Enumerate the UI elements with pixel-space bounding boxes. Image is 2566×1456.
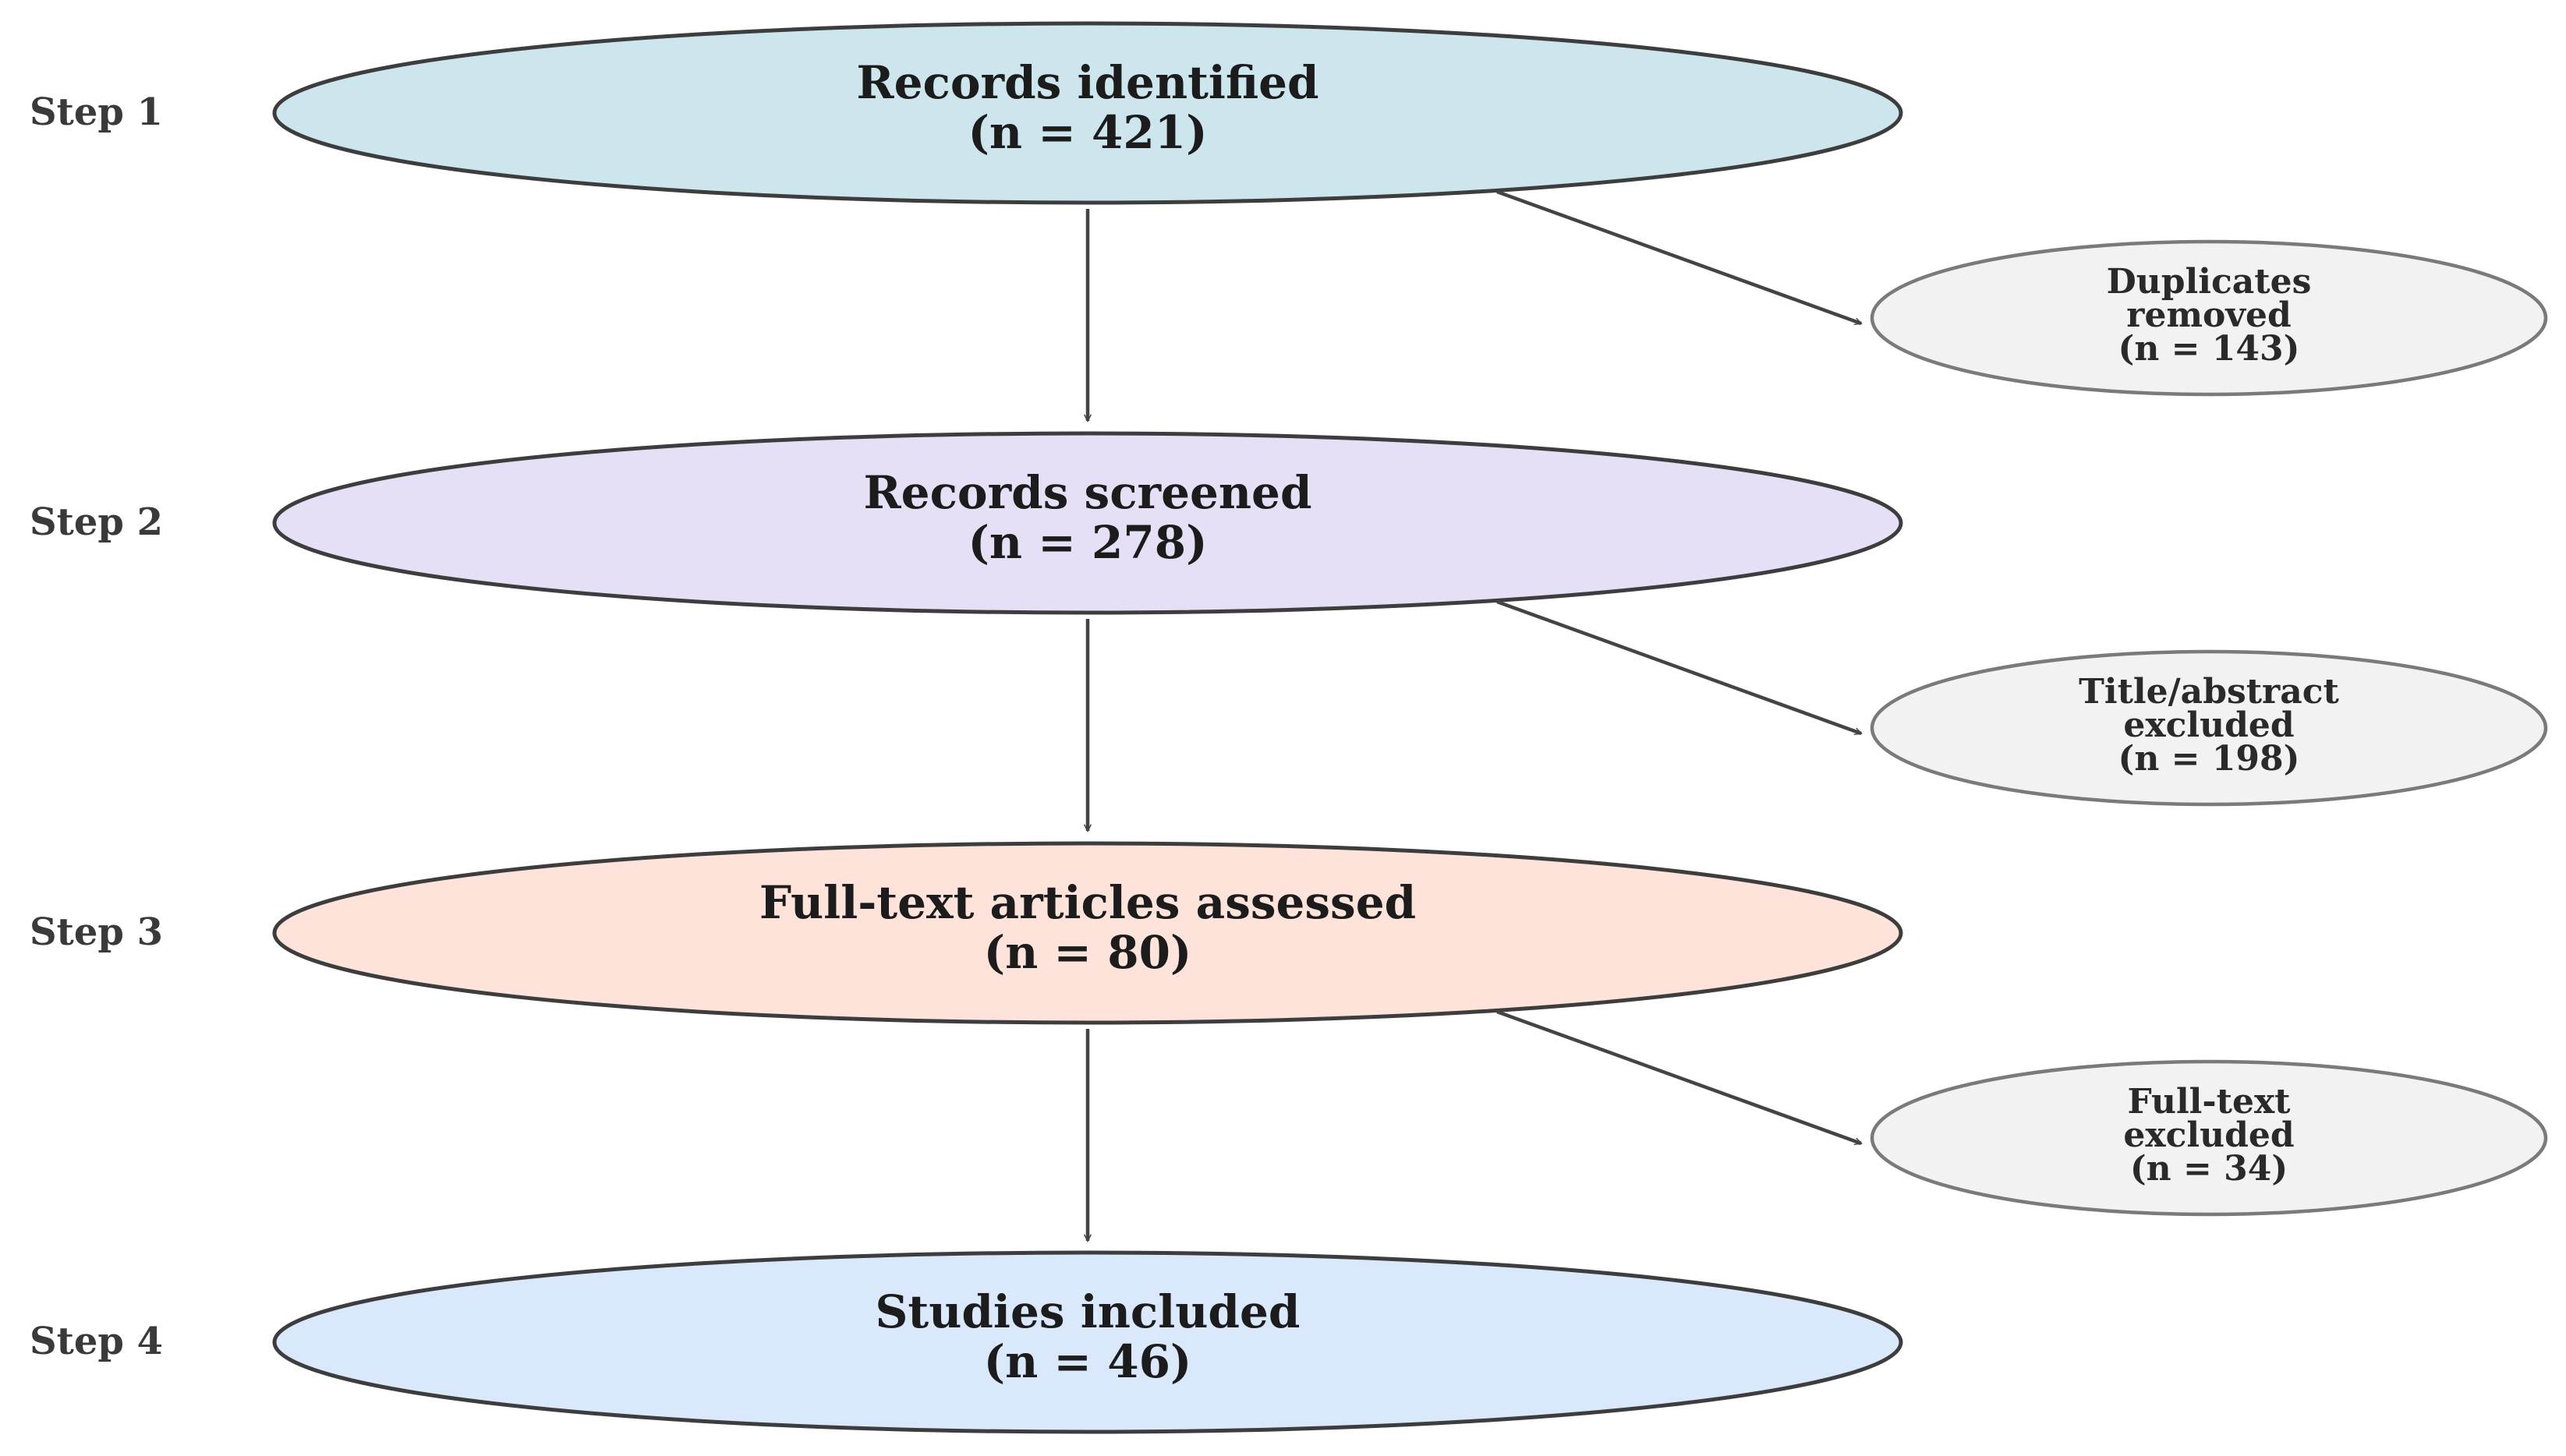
node-count: (n = 143) xyxy=(2118,329,2300,369)
node-count: (n = 46) xyxy=(984,1335,1192,1388)
title-abstract-excluded-node xyxy=(1870,649,2548,807)
records-screened-node xyxy=(272,431,1903,615)
node-count: (n = 80) xyxy=(984,926,1192,979)
exclusion-duplicates: Duplicates removed (n = 143) xyxy=(1870,239,2548,397)
node-count: (n = 421) xyxy=(968,106,1207,159)
step-2: Step 2 Records screened (n = 278) xyxy=(30,431,1903,615)
arrow-to-duplicates-removed xyxy=(1496,189,1861,326)
node-line: Title/abstract xyxy=(2079,672,2339,712)
node-count: (n = 34) xyxy=(2130,1149,2288,1189)
node-title: Records identified xyxy=(856,56,1318,109)
step-label: Step 1 xyxy=(30,90,163,134)
node-title: Studies included xyxy=(876,1285,1301,1338)
exclusion-title-abstract: Title/abstract excluded (n = 198) xyxy=(1870,649,2548,807)
step-4: Step 4 Studies included (n = 46) xyxy=(30,1250,1903,1434)
step-label: Step 3 xyxy=(30,910,163,954)
full-text-excluded-node xyxy=(1870,1059,2548,1217)
arrow-to-title-abstract-excluded xyxy=(1496,599,1861,736)
step-label: Step 4 xyxy=(30,1320,163,1363)
step-1: Step 1 Records identified (n = 421) xyxy=(30,21,1903,205)
full-text-assessed-node xyxy=(272,841,1903,1025)
duplicates-removed-node xyxy=(1870,239,2548,397)
node-title: Records screened xyxy=(863,466,1311,519)
node-count: (n = 198) xyxy=(2118,739,2300,779)
node-line: Full-text xyxy=(2127,1082,2291,1122)
node-line: removed xyxy=(2126,295,2291,335)
node-count: (n = 278) xyxy=(968,516,1207,569)
node-title: Full-text articles assessed xyxy=(759,876,1416,929)
node-line: Duplicates xyxy=(2107,262,2312,302)
node-line: excluded xyxy=(2123,1115,2294,1155)
exclusion-full-text: Full-text excluded (n = 34) xyxy=(1870,1059,2548,1217)
node-line: excluded xyxy=(2123,705,2294,745)
step-label: Step 2 xyxy=(30,500,163,544)
step-3: Step 3 Full-text articles assessed (n = … xyxy=(30,841,1903,1025)
records-identified-node xyxy=(272,21,1903,205)
arrow-to-full-text-excluded xyxy=(1496,1009,1861,1146)
studies-included-node xyxy=(272,1250,1903,1434)
